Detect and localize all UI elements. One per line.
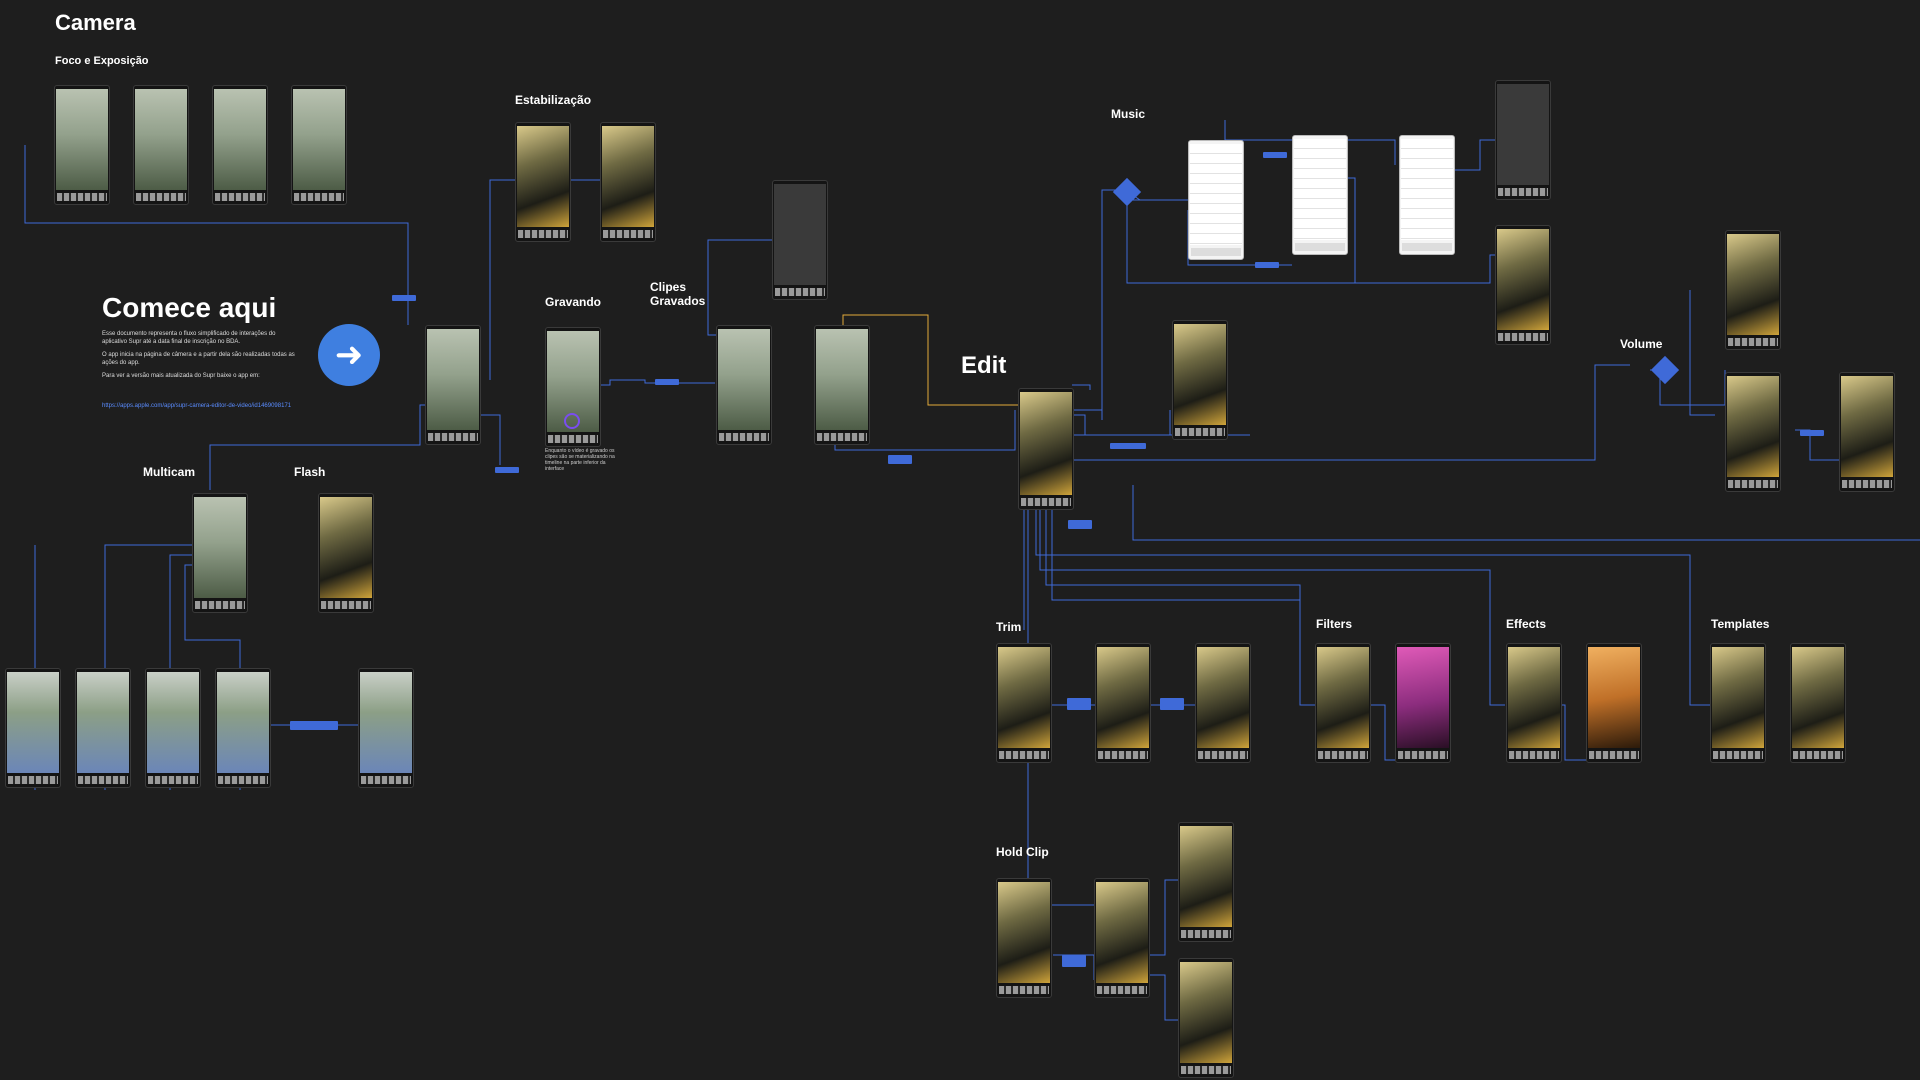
screen-clipes-2[interactable]	[814, 325, 870, 445]
screen-edit[interactable]	[1018, 388, 1074, 510]
screen-multicam-3[interactable]	[145, 668, 201, 788]
section-music: Music	[1111, 107, 1146, 121]
screen-music-applied[interactable]	[1495, 225, 1551, 345]
app-store-link[interactable]: https://apps.apple.com/app/supr-camera-e…	[102, 403, 292, 409]
screen-gravando[interactable]	[545, 327, 601, 447]
screen-multicam-5[interactable]	[358, 668, 414, 788]
section-hold-clip: Hold Clip	[996, 845, 1049, 859]
screen-trim-2[interactable]	[1095, 643, 1151, 763]
flow-tag	[1160, 698, 1184, 710]
start-desc-3: Para ver a versão mais atualizada do Sup…	[102, 373, 260, 379]
section-filters: Filters	[1316, 617, 1353, 631]
flow-tag	[1067, 698, 1091, 710]
screen-hold-3[interactable]	[1178, 822, 1234, 942]
screen-hold-1[interactable]	[996, 878, 1052, 998]
screen-hold-2[interactable]	[1094, 878, 1150, 998]
flow-tag	[1263, 152, 1287, 158]
screen-templates-1[interactable]	[1710, 643, 1766, 763]
section-trim: Trim	[996, 620, 1022, 634]
screen-filters-2[interactable]	[1395, 643, 1451, 763]
screen-volume-2[interactable]	[1725, 372, 1781, 492]
screen-music-list-2[interactable]	[1292, 135, 1348, 255]
screen-filters-1[interactable]	[1315, 643, 1371, 763]
screen-flash[interactable]	[318, 493, 374, 613]
section-templates: Templates	[1711, 617, 1770, 631]
screen-multicam[interactable]	[192, 493, 248, 613]
screen-effects-1[interactable]	[1506, 643, 1562, 763]
screen-music-dialog[interactable]	[1495, 80, 1551, 200]
flow-tag	[1800, 430, 1824, 436]
screen-hold-4[interactable]	[1178, 958, 1234, 1078]
section-edit: Edit	[961, 352, 1007, 379]
flow-tag	[1062, 955, 1086, 967]
start-desc-2: O app inicia na página de câmera e a par…	[102, 352, 295, 366]
screen-effects-2[interactable]	[1586, 643, 1642, 763]
screen-foco-3[interactable]	[212, 85, 268, 205]
screen-multicam-1[interactable]	[5, 668, 61, 788]
screen-multicam-2[interactable]	[75, 668, 131, 788]
screen-trim-3[interactable]	[1195, 643, 1251, 763]
screen-edit-music-added[interactable]	[1172, 320, 1228, 440]
screen-volume-1[interactable]	[1725, 230, 1781, 350]
screen-foco-1[interactable]	[54, 85, 110, 205]
flow-tag	[1255, 262, 1279, 268]
screen-foco-2[interactable]	[133, 85, 189, 205]
screen-music-list-3[interactable]	[1399, 135, 1455, 255]
flow-tag	[655, 379, 679, 385]
start-heading: Comece aqui	[102, 292, 277, 323]
screen-multicam-4[interactable]	[215, 668, 271, 788]
screen-volume-3[interactable]	[1839, 372, 1895, 492]
screen-camera-home[interactable]	[425, 325, 481, 445]
flow-tag	[495, 467, 519, 473]
section-clipes-gravados: Clipes Gravados	[650, 280, 706, 308]
screen-music-list-1[interactable]	[1188, 140, 1244, 260]
flow-tag	[888, 455, 912, 464]
screen-estabilizacao-1[interactable]	[515, 122, 571, 242]
screen-foco-4[interactable]	[291, 85, 347, 205]
start-description: Esse documento representa o fluxo simpli…	[102, 330, 302, 385]
record-ring-icon	[564, 413, 580, 429]
section-effects: Effects	[1506, 617, 1547, 631]
flow-tag	[392, 295, 416, 301]
screen-clipes-1[interactable]	[716, 325, 772, 445]
gravando-note: Enquanto o vídeo é gravado os clipes são…	[545, 448, 615, 472]
screen-estabilizacao-2[interactable]	[600, 122, 656, 242]
screen-templates-2[interactable]	[1790, 643, 1846, 763]
screen-trim-1[interactable]	[996, 643, 1052, 763]
page-title: Camera	[55, 10, 136, 35]
section-multicam: Multicam	[143, 465, 196, 479]
section-flash: Flash	[294, 465, 326, 479]
arrow-right-icon: ➜	[334, 336, 364, 374]
flow-tag	[290, 721, 338, 730]
section-foco-exposicao: Foco e Exposição	[55, 55, 149, 67]
start-desc-1: Esse documento representa o fluxo simpli…	[102, 331, 276, 345]
screen-clipes-dialog[interactable]	[772, 180, 828, 300]
section-gravando: Gravando	[545, 295, 602, 309]
section-volume: Volume	[1620, 337, 1663, 351]
flow-tag	[1068, 520, 1092, 529]
start-button[interactable]: ➜	[318, 324, 380, 386]
section-estabilizacao: Estabilização	[515, 93, 592, 107]
flow-tag	[1110, 443, 1146, 449]
